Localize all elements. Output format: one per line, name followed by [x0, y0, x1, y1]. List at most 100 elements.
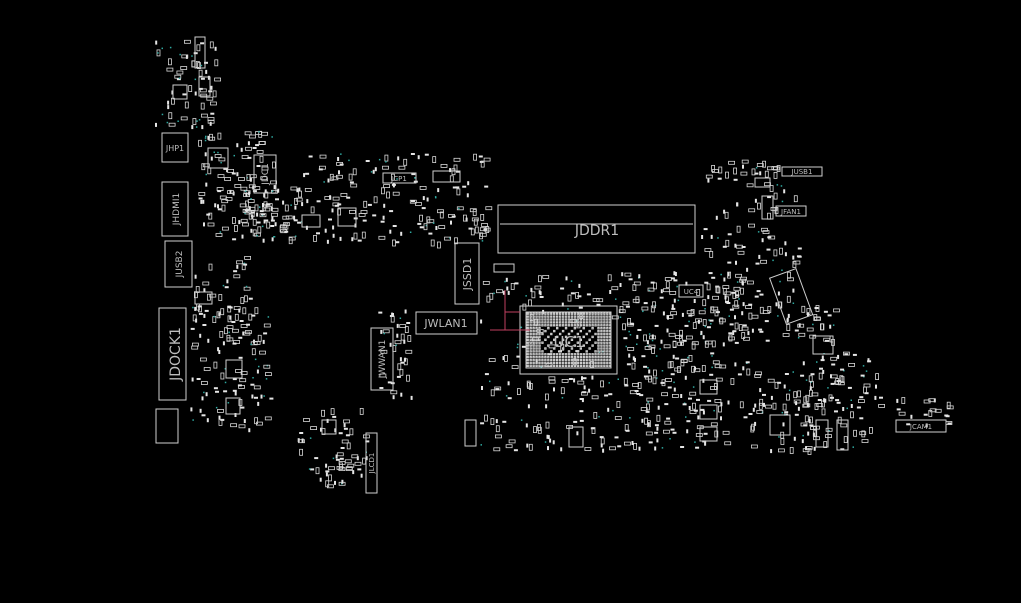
bga-ball [558, 332, 562, 336]
smd-part [741, 159, 749, 164]
smd-part [264, 189, 267, 194]
smd-part [343, 423, 346, 428]
smd-part [255, 144, 260, 147]
smd-part [404, 357, 407, 362]
smd-part [282, 200, 285, 205]
bga-ball [588, 347, 591, 350]
jlcd1-connector[interactable]: JLCD1 [365, 432, 378, 494]
smd-part [695, 446, 700, 449]
smd-part [567, 294, 572, 302]
jhp1-connector[interactable]: JHP1 [161, 132, 189, 163]
bga-ball [538, 361, 541, 365]
smd-part [232, 378, 237, 381]
smd-part [591, 375, 594, 380]
bga-ball [579, 315, 582, 318]
bga-ball [541, 324, 544, 327]
smd-part [632, 298, 640, 303]
smd-part [264, 372, 272, 377]
smd-part [625, 345, 627, 348]
bga-ball [535, 312, 538, 315]
jdock1-connector[interactable]: JDOCK1 [158, 307, 187, 401]
jwlan1-connector[interactable]: JWLAN1 [415, 311, 478, 335]
smd-part [776, 184, 779, 186]
smd-part [194, 78, 197, 81]
jssd1-connector[interactable]: JSSD1 [454, 242, 480, 305]
smd-part [484, 414, 488, 422]
smd-part [743, 416, 748, 419]
bga-ball [532, 347, 535, 350]
bga-ball [541, 353, 544, 356]
smd-part [527, 404, 530, 409]
smd-part [254, 307, 259, 315]
smd-part [761, 238, 764, 243]
smd-part [346, 442, 351, 450]
smd-part [852, 446, 854, 448]
smd-part [246, 174, 251, 181]
jwwan1-connector[interactable]: JWWAN1 [370, 327, 394, 391]
smd-part [210, 156, 213, 161]
smd-part [507, 397, 512, 400]
uc4-chip[interactable]: UC4 [678, 284, 704, 298]
smd-part [745, 361, 750, 364]
smd-part [867, 358, 870, 363]
smd-part [462, 185, 467, 188]
jhdmi1-connector[interactable]: JHDMI1 [161, 181, 189, 237]
smd-part [807, 312, 809, 317]
jdc1-connector[interactable]: JDC1 [253, 154, 277, 194]
smd-part [220, 308, 225, 316]
smd-part [505, 277, 508, 282]
smd-part [644, 375, 652, 380]
jusb2-connector[interactable]: JUSB2 [164, 240, 193, 288]
uc1-cpu[interactable]: UC1 [519, 305, 618, 375]
bga-ball [600, 350, 603, 353]
smd-part [224, 368, 227, 370]
jfan1-connector[interactable]: JFAN1 [775, 205, 807, 217]
smd-part [648, 333, 651, 335]
smd-part [254, 417, 259, 425]
bga-ball [532, 315, 535, 318]
smd-part [681, 312, 684, 317]
jusb1-label: JUSB1 [791, 168, 813, 176]
smd-part [718, 405, 722, 413]
smd-part [264, 416, 272, 421]
smd-part [217, 151, 219, 154]
smd-part [692, 322, 697, 330]
smd-part [390, 173, 395, 181]
smd-part [480, 213, 485, 221]
smd-part [682, 403, 687, 406]
smd-part [399, 317, 402, 319]
smd-part [256, 369, 259, 374]
smd-part [725, 239, 730, 247]
smd-part [789, 447, 794, 454]
smd-part [727, 233, 732, 236]
smd-part [662, 311, 665, 316]
bga-ball [597, 338, 600, 342]
smd-part [656, 414, 661, 422]
jwlan1-label: JWLAN1 [423, 317, 467, 330]
bga-ball [606, 312, 609, 315]
smd-part [334, 480, 336, 485]
smd-part [230, 423, 238, 428]
bga-ball [564, 318, 568, 321]
smd-part [244, 131, 252, 136]
smd-part [224, 381, 227, 384]
smd-part [830, 396, 834, 399]
bga-ball [576, 353, 580, 356]
jcam1-connector[interactable]: JCAM1 [895, 419, 947, 433]
smd-part [741, 280, 744, 285]
jddr1-connector[interactable]: JDDR1 [497, 204, 696, 254]
smd-part [213, 361, 218, 369]
smd-part [793, 436, 796, 441]
smd-part [192, 118, 197, 125]
bga-ball [588, 338, 591, 342]
smd-part [426, 216, 431, 224]
smd-part [925, 423, 928, 428]
bga-ball [591, 358, 594, 362]
smd-part [294, 205, 297, 210]
jcp1-connector[interactable]: JCP1 [382, 172, 417, 184]
smd-part [715, 215, 718, 220]
bga-ball [588, 321, 591, 324]
bga-ball [582, 344, 585, 347]
jusb1-connector[interactable]: JUSB1 [781, 166, 823, 177]
smd-part [836, 401, 841, 404]
